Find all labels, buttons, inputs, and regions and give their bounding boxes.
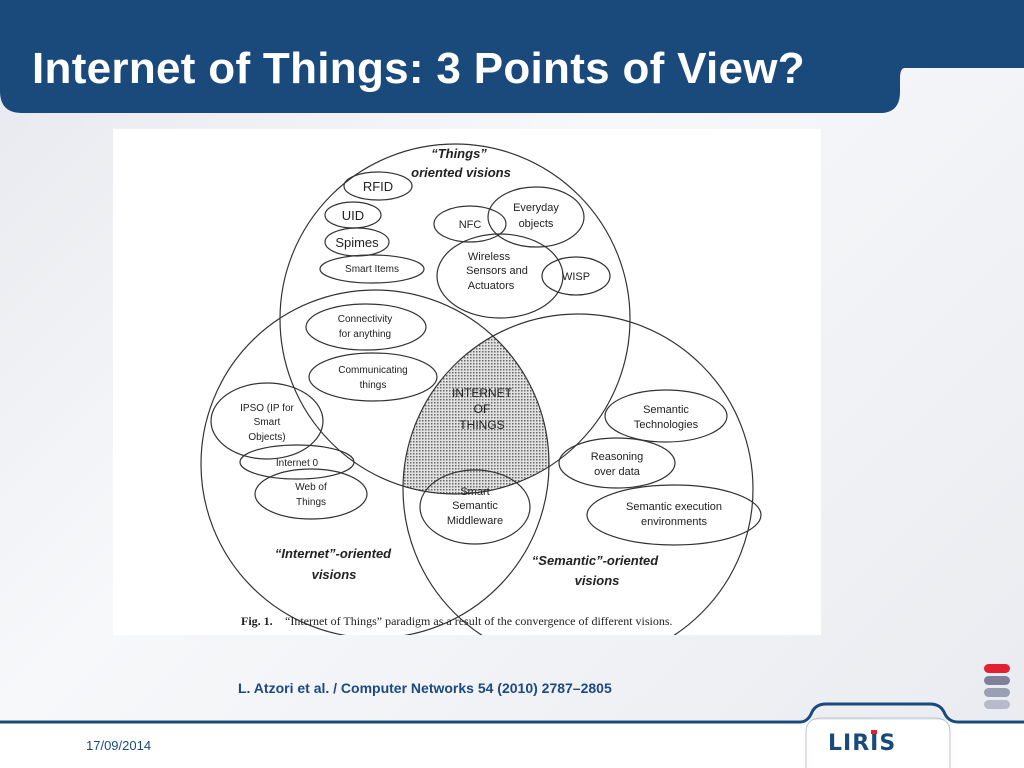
semantic-circle xyxy=(402,313,754,635)
things-label-line1: “Things” xyxy=(431,146,487,161)
node-web-of-things xyxy=(254,468,368,520)
things-label-line2: oriented visions xyxy=(411,165,511,180)
node-internet0-label: Internet 0 xyxy=(276,458,319,469)
internet-label-line2: visions xyxy=(312,567,357,582)
node-ipso-line2: Smart xyxy=(254,417,281,428)
node-semtech-line1: Semantic xyxy=(643,404,689,416)
node-reasoning-line1: Reasoning xyxy=(591,451,644,463)
internet-circle xyxy=(200,289,550,635)
semantic-label-line2: visions xyxy=(575,573,620,588)
node-ipso-line3: Objects) xyxy=(248,432,285,443)
node-spimes-label: Spimes xyxy=(335,235,379,250)
node-ipso xyxy=(210,382,324,460)
node-semtech-line2: Technologies xyxy=(634,419,699,431)
node-internet0 xyxy=(239,444,355,480)
node-ipso-line1: IPSO (IP for xyxy=(240,403,294,414)
node-reasoning-line2: over data xyxy=(594,466,641,478)
node-communicating-line2: things xyxy=(360,380,387,391)
node-everyday-line1: Everyday xyxy=(513,202,559,214)
semantic-label-line1: “Semantic”-oriented xyxy=(532,553,659,568)
node-wireless-sensors xyxy=(436,233,564,319)
center-line3: THINGS xyxy=(459,418,504,432)
node-semantic-execution xyxy=(586,484,762,546)
node-wireless-line3: Actuators xyxy=(468,280,515,292)
node-everyday-line2: objects xyxy=(519,218,554,230)
node-connectivity-line1: Connectivity xyxy=(338,314,392,325)
node-nfc-label: NFC xyxy=(459,219,482,231)
header-band xyxy=(0,0,1024,113)
node-connectivity xyxy=(305,303,427,351)
node-rfid xyxy=(343,171,413,201)
decorative-bars xyxy=(984,664,1010,712)
node-rfid-label: RFID xyxy=(363,179,393,194)
node-semexec-line2: environments xyxy=(641,516,708,528)
node-middleware-line1: Smart xyxy=(460,486,489,498)
node-reasoning xyxy=(558,437,676,489)
node-connectivity-line2: for anything xyxy=(339,329,391,340)
node-communicating-line1: Communicating xyxy=(338,365,407,376)
node-semantic-technologies xyxy=(604,389,728,443)
things-circle xyxy=(279,143,631,495)
node-everyday-objects xyxy=(487,186,585,248)
figure-caption-label: Fig. 1. xyxy=(241,614,273,628)
center-line1: INTERNET xyxy=(452,386,513,400)
node-wisp xyxy=(541,256,611,296)
figure-caption-text: “Internet of Things” paradigm as a resul… xyxy=(285,614,673,628)
internet-label-line1: “Internet”-oriented xyxy=(275,546,392,561)
iot-intersection xyxy=(403,314,549,494)
liris-logo: LIRIS xyxy=(828,730,896,756)
iot-venn-diagram: “Things” oriented visions RFID UID Spime… xyxy=(200,143,762,635)
citation: L. Atzori et al. / Computer Networks 54 … xyxy=(238,680,612,696)
node-semexec-line1: Semantic execution xyxy=(626,501,722,513)
node-smart-items xyxy=(319,254,425,284)
slide-date: 17/09/2014 xyxy=(86,738,152,753)
node-uid-label: UID xyxy=(342,208,364,223)
node-wireless-line2: Sensors and xyxy=(466,265,528,277)
node-middleware-line2: Semantic xyxy=(452,500,498,512)
slide-title: Internet of Things: 3 Points of View? xyxy=(32,44,805,93)
center-line2: OF xyxy=(474,402,491,416)
liris-logo-text: LIRIS xyxy=(828,731,896,756)
node-smart-middleware xyxy=(419,469,531,545)
figure-panel: “Things” oriented visions RFID UID Spime… xyxy=(113,129,821,635)
node-middleware-line3: Middleware xyxy=(447,515,503,527)
node-nfc xyxy=(433,205,507,243)
node-wisp-label: WISP xyxy=(562,271,590,283)
node-web-line2: Things xyxy=(296,497,326,508)
node-smart-items-label: Smart Items xyxy=(345,264,399,275)
node-wireless-line1: Wireless xyxy=(468,251,511,263)
node-web-line1: Web of xyxy=(295,482,327,493)
footer-band xyxy=(0,702,1024,768)
node-communicating-things xyxy=(308,352,438,402)
